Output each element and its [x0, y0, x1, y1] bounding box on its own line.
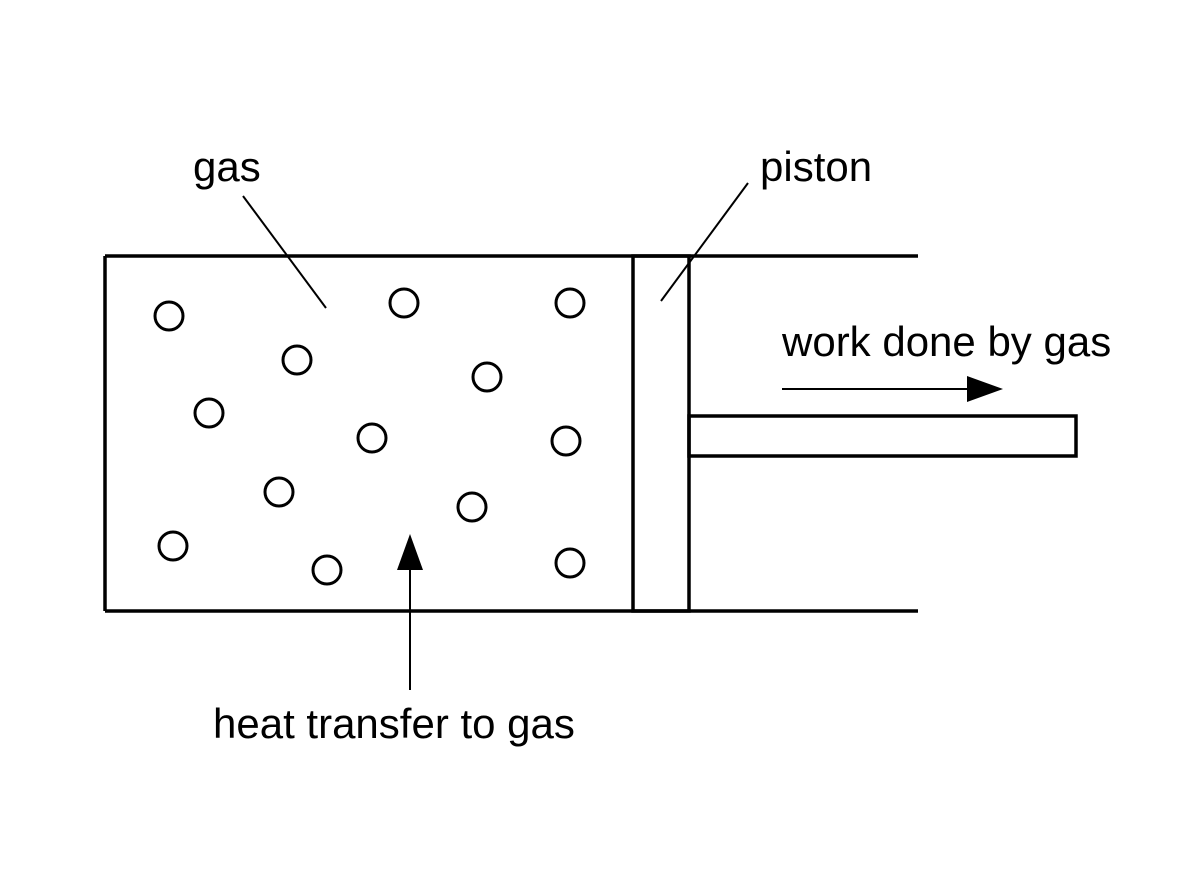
gas-molecule: [311, 554, 343, 586]
cylinder: [103, 254, 918, 613]
gas-molecule: [356, 422, 388, 454]
gas-molecule: [153, 300, 185, 332]
piston-leader-line: [660, 182, 749, 302]
gas-molecules: [153, 287, 586, 586]
heat-arrow: [397, 534, 423, 690]
gas-molecule: [157, 530, 189, 562]
piston-label: piston: [760, 143, 872, 190]
gas-molecule: [388, 287, 420, 319]
gas-molecule: [554, 547, 586, 579]
piston: [631, 254, 691, 613]
work-arrow: [782, 376, 1003, 402]
gas-molecule: [550, 425, 582, 457]
gas-molecule: [263, 476, 295, 508]
gas-label: gas: [193, 143, 261, 190]
heat-arrowhead: [397, 534, 423, 570]
gas-molecule: [193, 397, 225, 429]
gas-molecule: [456, 491, 488, 523]
heat-label: heat transfer to gas: [213, 700, 575, 747]
gas-leader-line: [242, 195, 327, 309]
piston-rod: [687, 414, 1078, 458]
gas-molecule: [471, 361, 503, 393]
work-label: work done by gas: [781, 318, 1111, 365]
gas-molecule: [554, 287, 586, 319]
gas-molecule: [281, 344, 313, 376]
work-arrowhead: [967, 376, 1003, 402]
